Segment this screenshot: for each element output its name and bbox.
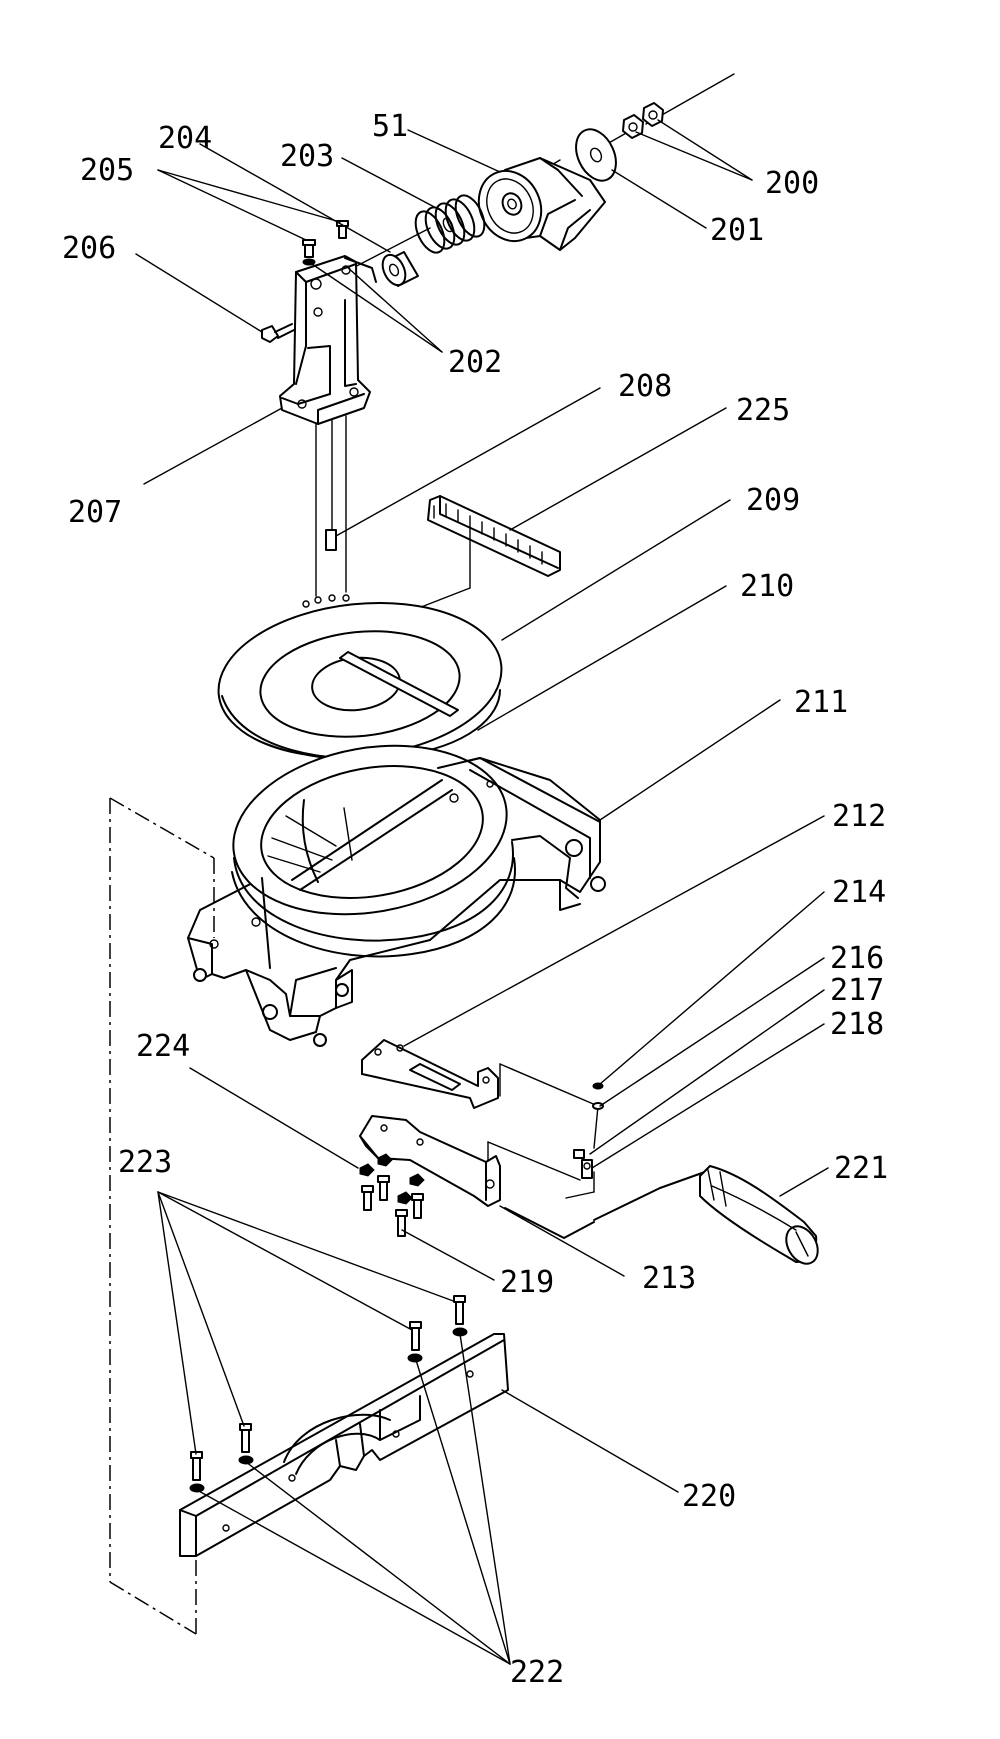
part-labels: 200 201 51 202 203 204 205 206 207 208 2…: [62, 109, 888, 1690]
label-208: 208: [618, 369, 672, 404]
label-209: 209: [746, 483, 800, 518]
bracket-guide-lines: [315, 415, 347, 597]
part-212-lock-plate: [361, 1039, 499, 1109]
part-222-washers: [189, 1327, 468, 1493]
label-217: 217: [830, 973, 884, 1008]
part-213-lever-plate: [359, 1115, 501, 1207]
label-210: 210: [740, 569, 794, 604]
label-216: 216: [830, 941, 884, 976]
label-203: 203: [280, 139, 334, 174]
label-220: 220: [682, 1479, 736, 1514]
part-221-handle: [504, 1165, 819, 1265]
label-201: 201: [710, 213, 764, 248]
part-51-bracket: [477, 157, 606, 251]
leader-lines: [135, 119, 829, 1665]
label-211: 211: [794, 685, 848, 720]
part-209-turntable: [217, 594, 503, 762]
lock-plate-guide-lines: [487, 1063, 599, 1199]
label-202: 202: [448, 345, 502, 380]
label-200: 200: [765, 166, 819, 201]
label-204: 204: [158, 121, 212, 156]
parts-214-218-small-screws: [573, 1082, 604, 1179]
part-220-rail: [179, 1333, 509, 1557]
label-222: 222: [510, 1655, 564, 1690]
part-200-nuts: [622, 102, 664, 139]
label-223: 223: [118, 1145, 172, 1180]
label-207: 207: [68, 495, 122, 530]
label-205: 205: [80, 153, 134, 188]
label-218: 218: [830, 1007, 884, 1042]
part-201-washer: [575, 128, 617, 182]
label-219: 219: [500, 1265, 554, 1300]
label-213: 213: [642, 1261, 696, 1296]
part-211-base: [187, 744, 606, 1047]
label-224: 224: [136, 1029, 190, 1064]
label-206: 206: [62, 231, 116, 266]
part-224-nuts: [359, 1153, 425, 1205]
part-203-spring: [414, 194, 486, 254]
label-212: 212: [832, 799, 886, 834]
part-208-pin: [325, 529, 337, 551]
part-219-bolts: [361, 1175, 424, 1237]
label-221: 221: [834, 1151, 888, 1186]
part-205-screws: [302, 220, 349, 258]
part-223-screws: [190, 1295, 466, 1481]
label-225: 225: [736, 393, 790, 428]
part-207-vertical-bracket: [279, 255, 377, 425]
part-225-scale: [397, 495, 561, 617]
label-51: 51: [372, 109, 408, 144]
part-204-bushing: [381, 251, 419, 287]
part-206-bolt: [261, 323, 295, 343]
label-214: 214: [832, 875, 886, 910]
